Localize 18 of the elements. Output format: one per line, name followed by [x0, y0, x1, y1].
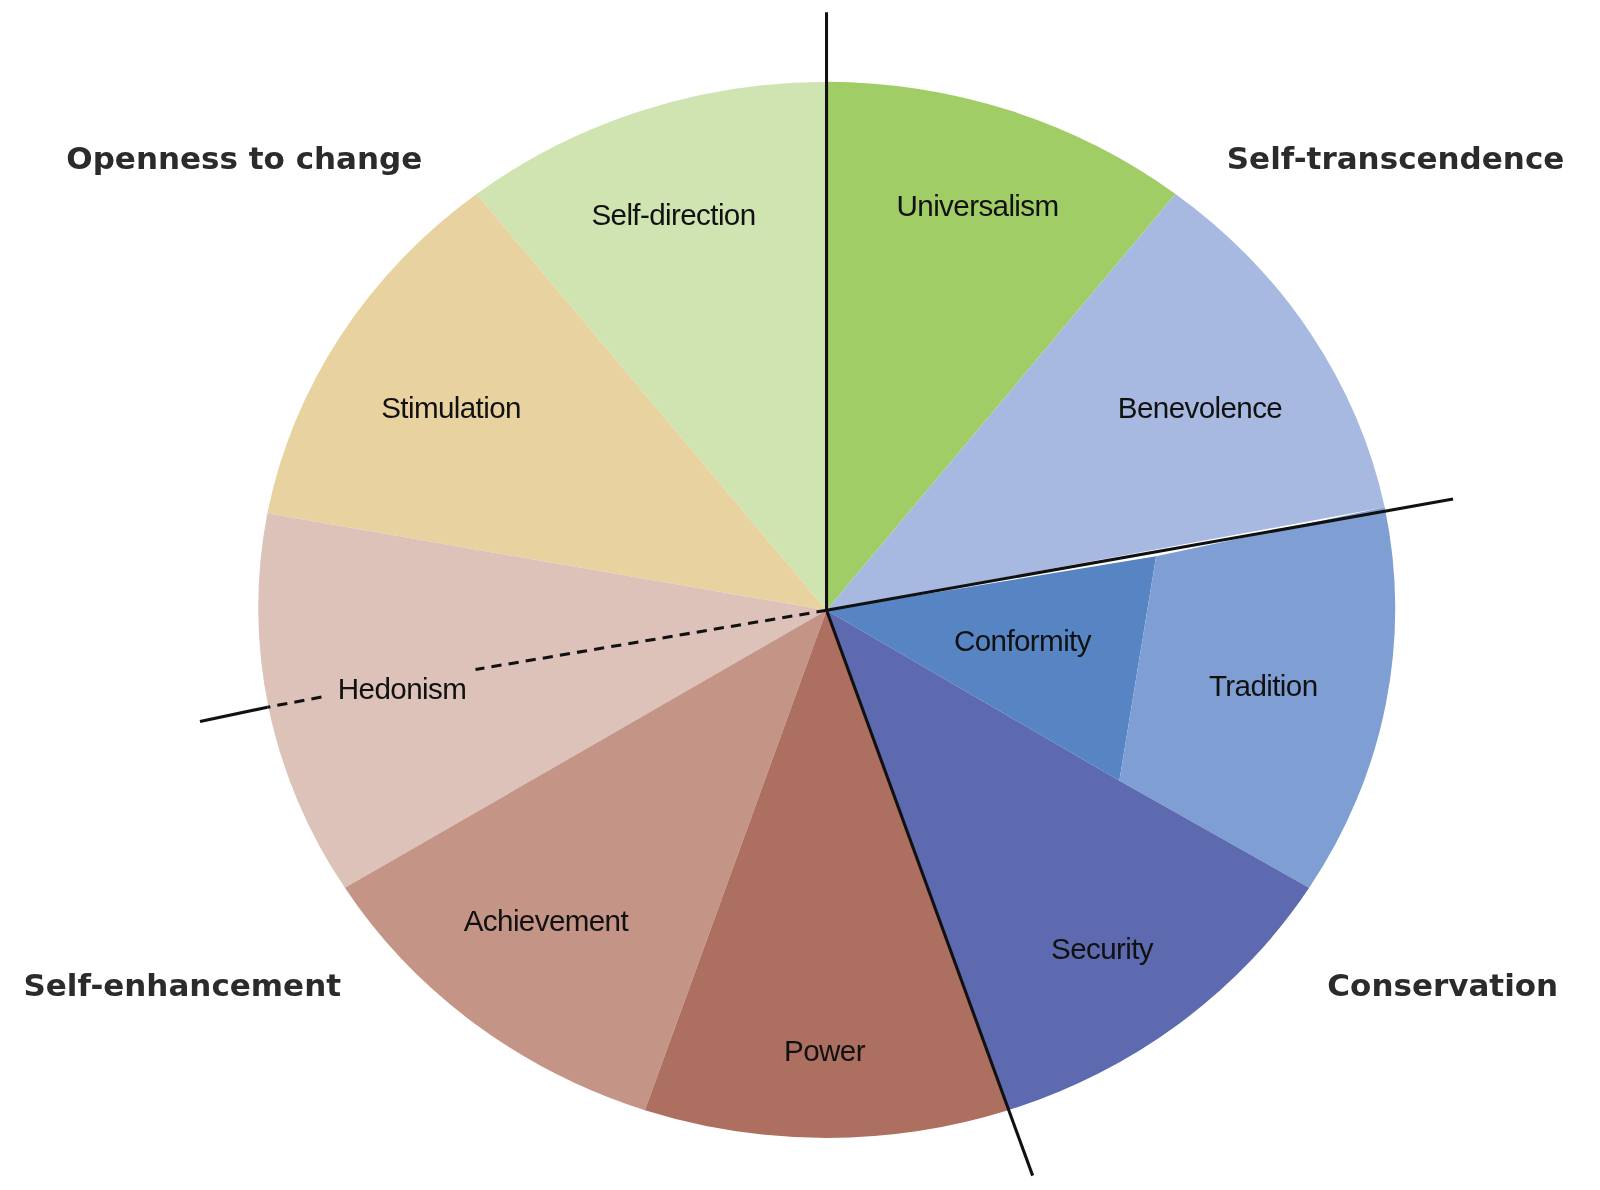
sector-label: Achievement	[463, 903, 629, 938]
sector-label: Power	[784, 1034, 865, 1068]
sector-label: Security	[1051, 932, 1154, 966]
value-sector	[267, 194, 827, 611]
sector-label: Hedonism	[337, 672, 467, 706]
group-heading: Self-transcendence	[1226, 140, 1565, 177]
group-heading: Self-enhancement	[23, 966, 342, 1003]
sector-label: Stimulation	[381, 391, 521, 426]
sector-label: Universalism	[896, 189, 1059, 224]
group-heading: Openness to change	[66, 140, 423, 177]
sector-label: Self-direction	[591, 197, 756, 232]
sector-label: Tradition	[1209, 669, 1318, 703]
value-sector	[1119, 507, 1395, 888]
sector-label: Benevolence	[1117, 391, 1283, 426]
group-heading: Conservation	[1327, 966, 1559, 1003]
sector-label: Conformity	[953, 624, 1091, 658]
value-sector	[826, 194, 1385, 611]
value-sector	[826, 556, 1157, 781]
